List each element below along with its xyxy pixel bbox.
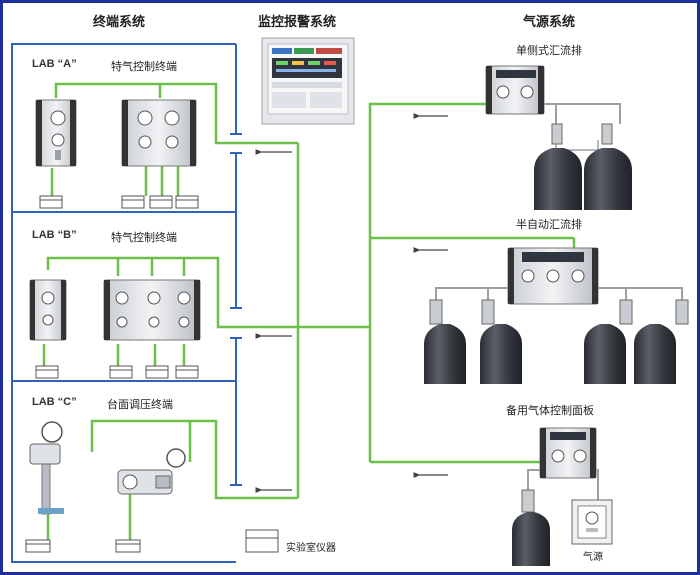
monitor-alarm-panel <box>261 37 355 125</box>
semi-auto-manifold-label: 半自动汇流排 <box>516 218 582 231</box>
lab-c-terminal-label: 台面调压终端 <box>107 398 173 411</box>
lab-instrument-legend-label: 实验室仪器 <box>286 543 336 554</box>
single-manifold-cylinders <box>534 123 632 210</box>
backup-panel-label: 备用气体控制面板 <box>506 404 594 417</box>
lab-b-control-terminal-1 <box>29 279 67 341</box>
lab-b-terminal-label: 特气控制终端 <box>111 231 177 244</box>
header-monitor-alarm-system: 监控报警系统 <box>258 15 337 30</box>
header-terminal-system: 终端系统 <box>93 15 146 30</box>
lab-a-control-terminal-2 <box>121 99 197 167</box>
lab-a-control-terminal-1 <box>35 99 77 167</box>
semi-auto-manifold <box>429 247 689 325</box>
single-manifold-label: 单侧式汇流排 <box>516 44 582 57</box>
pipe-lab-b <box>42 256 370 366</box>
pipe-lab-c <box>46 419 298 540</box>
semi-auto-cylinders <box>424 324 676 384</box>
header-gas-source-system: 气源系统 <box>523 15 576 30</box>
lab-a-label: LAB “A” <box>32 58 77 70</box>
lab-c-label: LAB “C” <box>32 396 77 408</box>
gas-source-label: 气源 <box>583 552 603 563</box>
lab-c-regulator-2 <box>117 448 186 495</box>
lab-instruments <box>25 195 199 553</box>
backup-gas-control-panel <box>512 427 599 566</box>
flow-arrows <box>255 113 448 493</box>
lab-box-right-edges <box>230 44 242 486</box>
lab-instrument-legend-icon <box>245 529 279 553</box>
lab-b-label: LAB “B” <box>32 229 77 241</box>
single-side-manifold <box>485 65 621 151</box>
lab-c-regulator-1 <box>29 421 64 515</box>
main-trunk-pipe <box>296 102 576 498</box>
lab-b-control-terminal-2 <box>103 279 201 341</box>
gas-source-box <box>571 499 613 545</box>
lab-a-terminal-label: 特气控制终端 <box>111 60 177 73</box>
lab-c-box <box>11 380 236 563</box>
